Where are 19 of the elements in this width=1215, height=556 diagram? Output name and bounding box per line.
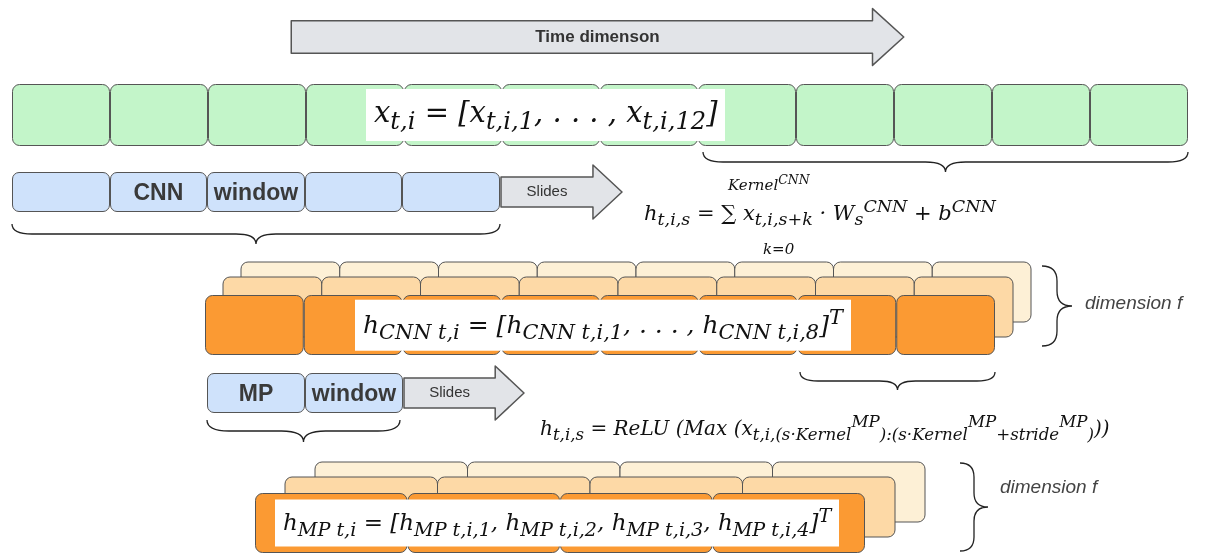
window-cell: window: [207, 172, 305, 212]
window-cell: MP: [207, 373, 305, 413]
formula-label: h$_{CNN t,i}$ = [h$_{CNN t,i,1}$, . . . , h$_{CNN t,i,8}$]$^{T}$: [355, 299, 851, 351]
formula-label: x$_{t,i}$ = [x$_{t,i,1}$, . . . , x$_{t,i,12}$]: [366, 89, 726, 141]
window-cell: [402, 172, 500, 212]
subscript-text: k=0: [763, 240, 795, 258]
block-arrow: [500, 164, 623, 220]
superscript-text: Kernel$^{CNN}$: [728, 172, 810, 194]
window-cell: [12, 172, 110, 212]
edge-label: Slides: [525, 182, 569, 199]
axis-caption: dimension f: [1000, 476, 1098, 498]
window-cell: [304, 172, 403, 212]
edge-label: Slides: [428, 383, 471, 400]
formula-text: h$_{t,i,s}$ = ∑ x$_{t,i,s+k}$ · W$_{s}$$^{CNN}$ + b$^{CNN}$: [644, 196, 996, 230]
axis-caption: dimension f: [1085, 292, 1183, 314]
window-cell: window: [305, 373, 403, 413]
block-arrow: [403, 365, 525, 421]
formula-label: h$_{MP t,i}$ = [h$_{MP t,i,1}$, h$_{MP t,i,2}$, h$_{MP t,i,3}$, h$_{MP t,i,4}$]$^{T}$: [275, 499, 840, 547]
window-cell: CNN: [109, 172, 208, 212]
